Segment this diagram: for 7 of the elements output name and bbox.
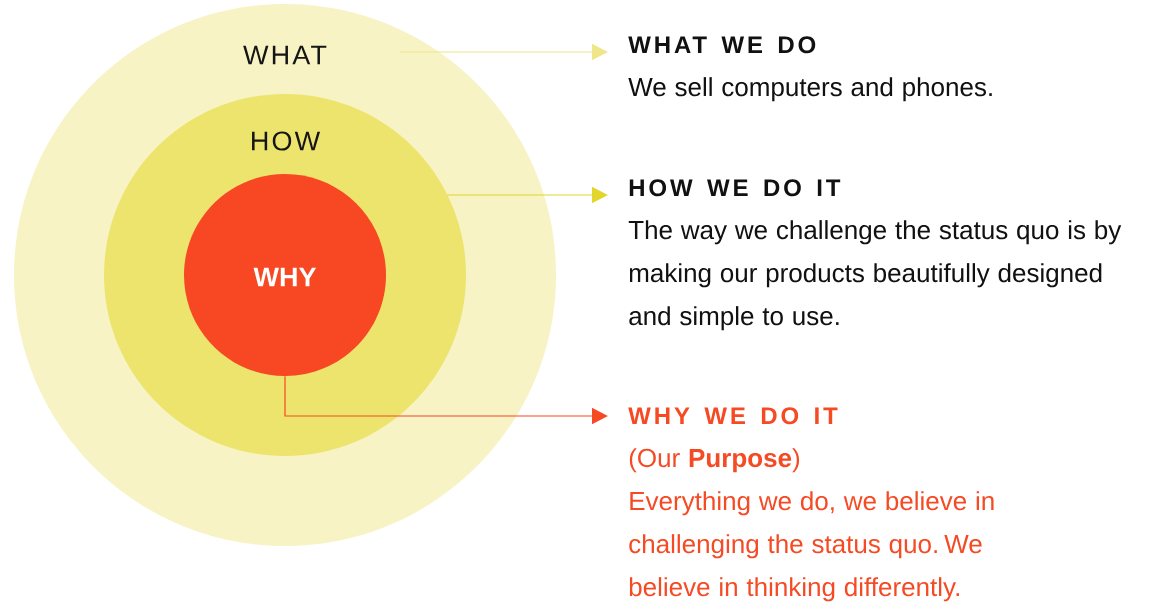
body-text: We sell computers and phones. (628, 77, 992, 102)
heading: HOW WE DO IT (629, 179, 841, 197)
body-text: The way we challenge the status quo is by making our products beautifully designed and simple to use. (628, 220, 1122, 331)
heading: WHY WE DO IT (628, 407, 838, 425)
body-text: (Our Purpose) (629, 448, 800, 473)
body-text: Everything we do, we believe in challenging the status quo. We believe in thinking differently. (629, 491, 994, 602)
heading: WHAT WE DO (628, 36, 816, 54)
